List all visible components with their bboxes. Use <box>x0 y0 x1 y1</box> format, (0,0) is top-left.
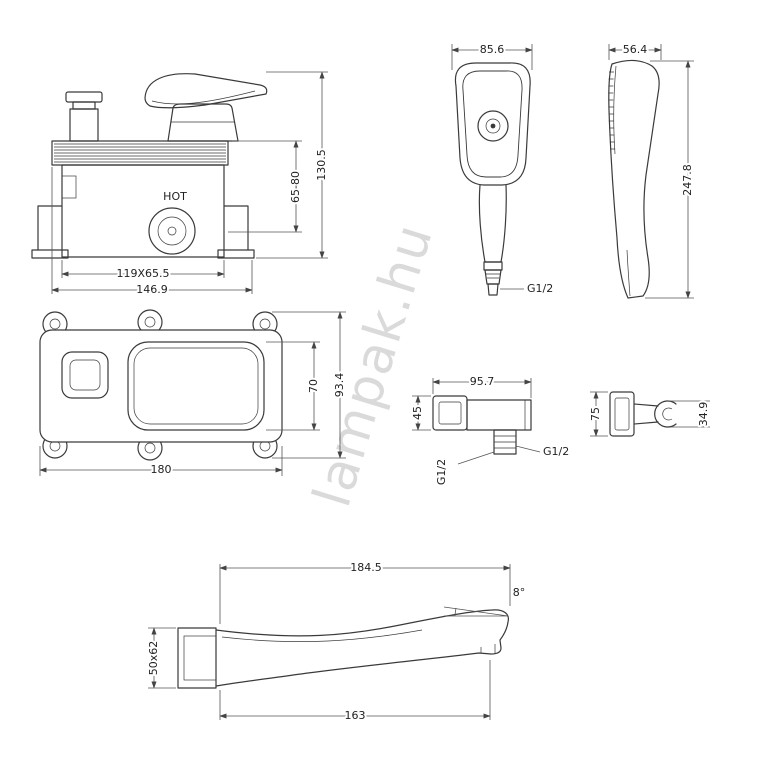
rough-in-box-dimensions: 70 93.4 180 <box>39 311 348 478</box>
dim-mixer-plate-width: 146.9 <box>136 283 168 296</box>
hand-shower-side-dimensions: 56.4 247.8 <box>608 41 696 299</box>
hot-label: HOT <box>163 190 187 203</box>
hand-shower-front-view <box>454 62 531 296</box>
shower-holder-view <box>609 391 677 437</box>
dim-box-inner-height: 70 <box>307 379 320 393</box>
mixer-front-dimensions: 119X65.5 146.9 65-80 130.5 <box>51 71 330 298</box>
rough-in-box-view <box>39 309 283 461</box>
dim-box-height: 93.4 <box>333 373 346 398</box>
dim-spout-angle: 8° <box>513 586 526 599</box>
dim-elbow-height: 45 <box>411 406 424 420</box>
shower-holder-dimensions: 75 34.9 <box>587 391 712 437</box>
watermark-text: lampak.hu <box>302 216 445 513</box>
mixer-front-view: HOT <box>31 73 268 259</box>
hand-shower-side-view <box>608 59 660 299</box>
hand-shower-front-dimensions: 85.6 G1/2 <box>451 41 555 297</box>
dim-holder-depth: 34.9 <box>697 402 710 427</box>
dim-handshower-depth: 56.4 <box>623 43 648 56</box>
dim-elbow-width: 95.7 <box>470 375 495 388</box>
dim-box-width: 180 <box>151 463 172 476</box>
dim-mixer-depth-range: 65-80 <box>289 171 302 203</box>
dim-spout-section: 50x62 <box>147 641 160 676</box>
dim-spout-length: 184.5 <box>350 561 382 574</box>
dim-handshower-width: 85.6 <box>480 43 505 56</box>
wall-elbow-view <box>432 395 532 455</box>
wall-elbow-dimensions: 95.7 45 G1/2 G1/2 <box>409 373 571 487</box>
spout-side-view <box>177 606 509 689</box>
dim-mixer-body-width: 119X65.5 <box>116 267 169 280</box>
dim-mixer-total-height: 130.5 <box>315 149 328 181</box>
spout-dimensions: 184.5 8° 50x62 163 <box>145 559 527 724</box>
elbow-thread-right-label: G1/2 <box>543 445 569 458</box>
handshower-thread-label: G1/2 <box>527 282 553 295</box>
dim-spout-length-lower: 163 <box>345 709 366 722</box>
dim-handshower-height: 247.8 <box>681 164 694 196</box>
dim-holder-height: 75 <box>589 407 602 421</box>
elbow-thread-left-label: G1/2 <box>435 459 448 485</box>
